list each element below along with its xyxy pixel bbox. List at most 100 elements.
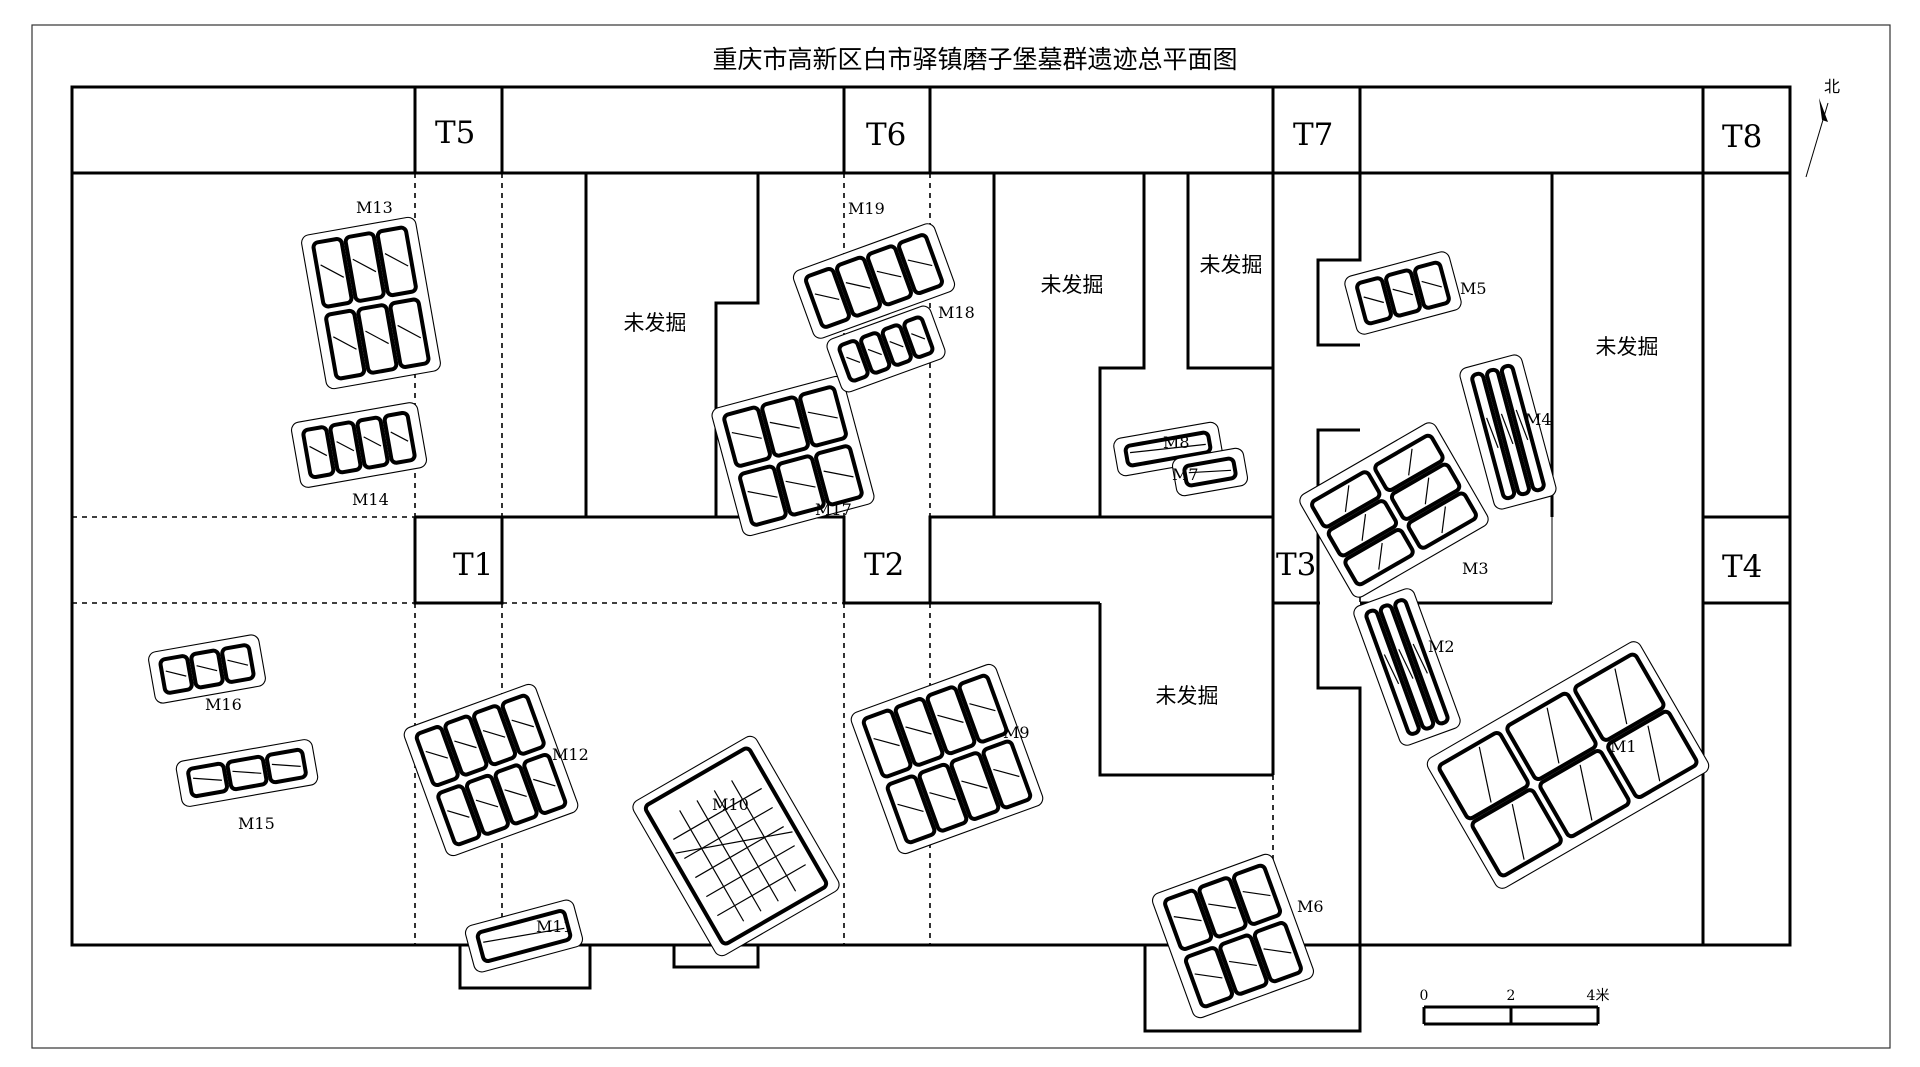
tomb-label-m19: M19 — [848, 199, 885, 218]
tomb-m6 — [1151, 853, 1315, 1019]
tomb-chamber — [472, 704, 518, 767]
tomb-m10 — [632, 735, 840, 957]
tomb-chamber — [798, 385, 848, 448]
trench-labels: T1 T2 T3 T4 T5 T6 T7 T8 — [435, 115, 1762, 585]
unexcavated-labels: 未发掘 未发掘 未发掘 未发掘 未发掘 — [624, 253, 1659, 708]
tomb-m19 — [792, 223, 956, 339]
tomb-chamber — [981, 739, 1033, 810]
tomb-chamber — [475, 908, 573, 964]
tomb-chamber — [643, 746, 829, 946]
tomb-chamber — [414, 725, 460, 788]
scale-tick-0: 0 — [1420, 988, 1429, 1004]
tomb-label-m16: M16 — [205, 695, 242, 714]
tomb-label-m8: M8 — [1163, 433, 1190, 452]
tomb-chamber — [897, 233, 944, 295]
tomb-chamber — [722, 405, 772, 468]
tomb-chamber — [220, 643, 256, 684]
tomb-chamber — [1413, 260, 1451, 310]
tomb-label-m15: M15 — [238, 814, 275, 833]
tomb-m18 — [826, 305, 946, 393]
tomb-chamber — [814, 444, 864, 507]
tomb-chamber — [436, 784, 482, 847]
tomb-chamber — [1406, 491, 1478, 550]
tomb-chamber — [738, 464, 788, 527]
tomb-m3 — [1299, 422, 1489, 598]
tomb-chamber — [1505, 691, 1598, 782]
north-arrow: 北 — [1805, 77, 1840, 178]
tomb-chamber — [189, 648, 225, 690]
tomb-m12 — [403, 683, 579, 857]
tomb-label-m18: M18 — [938, 303, 975, 322]
tomb-m16 — [148, 634, 266, 704]
trench-label-t6: T6 — [866, 117, 906, 153]
unexcavated-label: 未发掘 — [1200, 253, 1263, 277]
tomb-chamber — [382, 410, 417, 465]
tomb-chamber — [1606, 709, 1699, 800]
tomb-chamber — [1389, 462, 1462, 521]
unexcavated-label: 未发掘 — [624, 311, 687, 335]
tomb-chamber — [464, 773, 510, 836]
tomb-chamber — [835, 255, 882, 318]
tomb-chamber — [1232, 863, 1283, 926]
tomb-label-m5: M5 — [1460, 279, 1487, 298]
tomb-chamber — [328, 420, 363, 475]
trench-label-t2: T2 — [864, 547, 904, 583]
tomb-m14 — [290, 402, 428, 488]
unexcavated-label: 未发掘 — [1596, 335, 1659, 359]
tomb-chamber — [1310, 470, 1382, 529]
tomb-chamber — [522, 752, 568, 815]
tomb-m17 — [711, 375, 875, 537]
tomb-chamber — [1384, 268, 1422, 318]
tomb-chamber — [1355, 276, 1393, 326]
tomb-chamber — [265, 747, 308, 785]
tomb-chamber — [225, 754, 269, 792]
tomb-chamber — [957, 673, 1009, 744]
trench-label-t7: T7 — [1293, 117, 1333, 153]
tomb-label-m9: M9 — [1003, 723, 1030, 742]
tomb-label-m2: M2 — [1428, 637, 1455, 656]
tomb-m9 — [850, 663, 1044, 855]
tomb-label-m10: M10 — [712, 795, 749, 814]
tomb-chamber — [1252, 921, 1303, 984]
tomb-chamber — [158, 654, 194, 695]
tomb-m15 — [175, 739, 319, 807]
tomb-labels: M1 M2 M3 M4 M5 M6 M7 M8 M9 M10 M11 M12 M… — [205, 198, 1637, 936]
trench-label-t4: T4 — [1722, 549, 1762, 585]
tomb-chamber — [1437, 730, 1530, 821]
north-label: 北 — [1824, 77, 1840, 96]
tomb-label-m3: M3 — [1462, 559, 1489, 578]
tomb-chamber — [949, 751, 1001, 821]
tomb-label-m7: M7 — [1172, 465, 1199, 484]
trench-label-t8: T8 — [1722, 119, 1762, 155]
tomb-chamber — [355, 415, 390, 470]
tomb-chamber — [375, 225, 418, 298]
tomb-chamber — [500, 693, 546, 756]
tomb-chamber — [311, 237, 354, 309]
tomb-m2 — [1353, 588, 1461, 746]
scale-tick-4: 4米 — [1587, 988, 1610, 1004]
tomb-chamber — [885, 774, 937, 845]
tomb-m13 — [301, 216, 441, 390]
tomb-chamber — [324, 308, 367, 381]
tomb-chamber — [1218, 933, 1269, 996]
tomb-m1 — [1426, 641, 1710, 889]
trench-grid — [72, 87, 1790, 945]
tomb-chamber — [804, 267, 851, 329]
tomb-label-m4: M4 — [1525, 410, 1552, 429]
tomb-chamber — [880, 323, 913, 367]
tomb-label-m14: M14 — [352, 490, 389, 509]
unexcavated-label: 未发掘 — [1041, 273, 1104, 297]
tomb-chamber — [301, 425, 336, 480]
tomb-chamber — [861, 708, 913, 779]
tomb-m11 — [464, 899, 584, 973]
tomb-chamber — [356, 303, 399, 375]
tomb-chamber — [1183, 946, 1234, 1009]
tomb-chamber — [186, 761, 229, 799]
tomb-chamber — [1538, 748, 1631, 839]
tomb-chamber — [837, 339, 870, 383]
tomb-label-m12: M12 — [552, 745, 589, 764]
tomb-chamber — [443, 714, 489, 777]
tomb-label-m6: M6 — [1297, 897, 1324, 916]
tomb-chamber — [866, 244, 913, 307]
tomb-label-m13: M13 — [356, 198, 393, 217]
